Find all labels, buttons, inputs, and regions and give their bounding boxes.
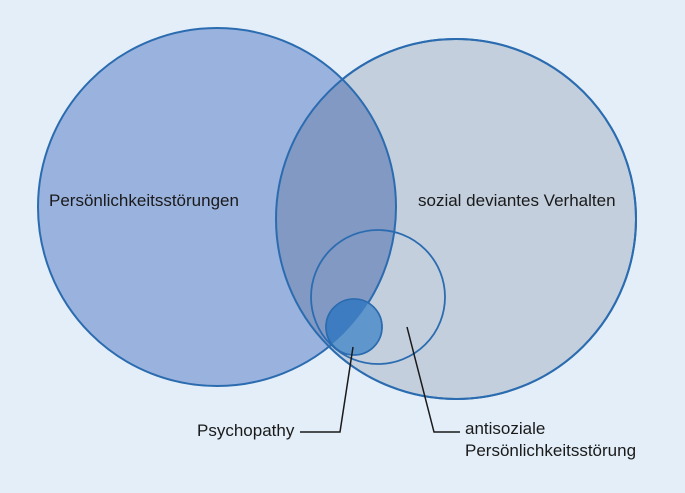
label-persoenlichkeitsstoerungen: Persönlichkeitsstörungen <box>49 191 239 210</box>
leader-line-psychopathy <box>300 346 354 433</box>
leader-line-antisocial <box>406 326 460 433</box>
label-antisocial-line2: Persönlichkeitsstörung <box>465 441 637 460</box>
circle-sozial-deviantes-verhalten-outline <box>275 38 637 400</box>
label-psychopathy: Psychopathy <box>197 421 295 440</box>
label-antisoziale-persoenlichkeitsstoerung: antisoziale Persönlichkeitsstörung <box>465 418 636 462</box>
circle-antisoziale-persoenlichkeitsstoerung <box>310 229 446 365</box>
label-antisocial-line1: antisoziale <box>465 419 546 438</box>
label-sozial-deviantes-verhalten: sozial deviantes Verhalten <box>418 191 616 210</box>
psychopathy-outline <box>325 298 383 356</box>
circle-persoenlichkeitsstoerungen-outline <box>37 27 397 387</box>
